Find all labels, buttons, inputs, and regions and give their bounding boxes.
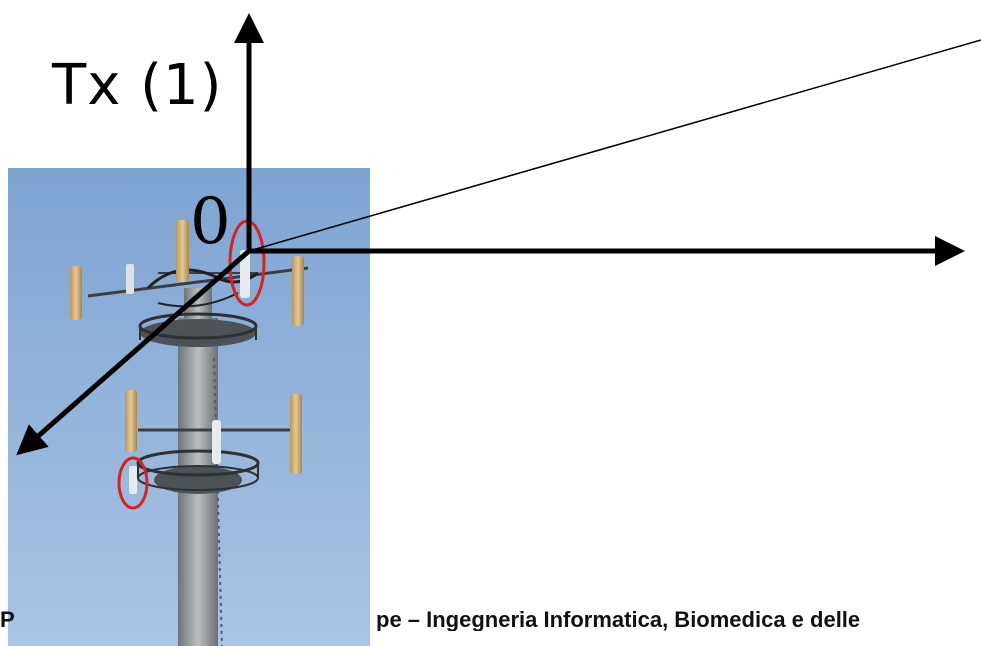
footer-text-right: pe – Ingegneria Informatica, Biomedica e… — [376, 609, 981, 631]
antenna — [290, 394, 302, 474]
footer-text-left: P — [0, 609, 15, 631]
antenna — [70, 266, 82, 320]
origin-label: 0 — [190, 190, 231, 254]
transmitter-label: Tx (1) — [52, 58, 222, 114]
antenna — [125, 390, 137, 452]
antenna-white — [129, 466, 137, 494]
antenna — [292, 256, 304, 326]
cell-tower-photo — [8, 168, 370, 646]
antenna-white — [212, 420, 221, 464]
antenna-white — [240, 250, 250, 298]
antenna — [176, 220, 189, 282]
